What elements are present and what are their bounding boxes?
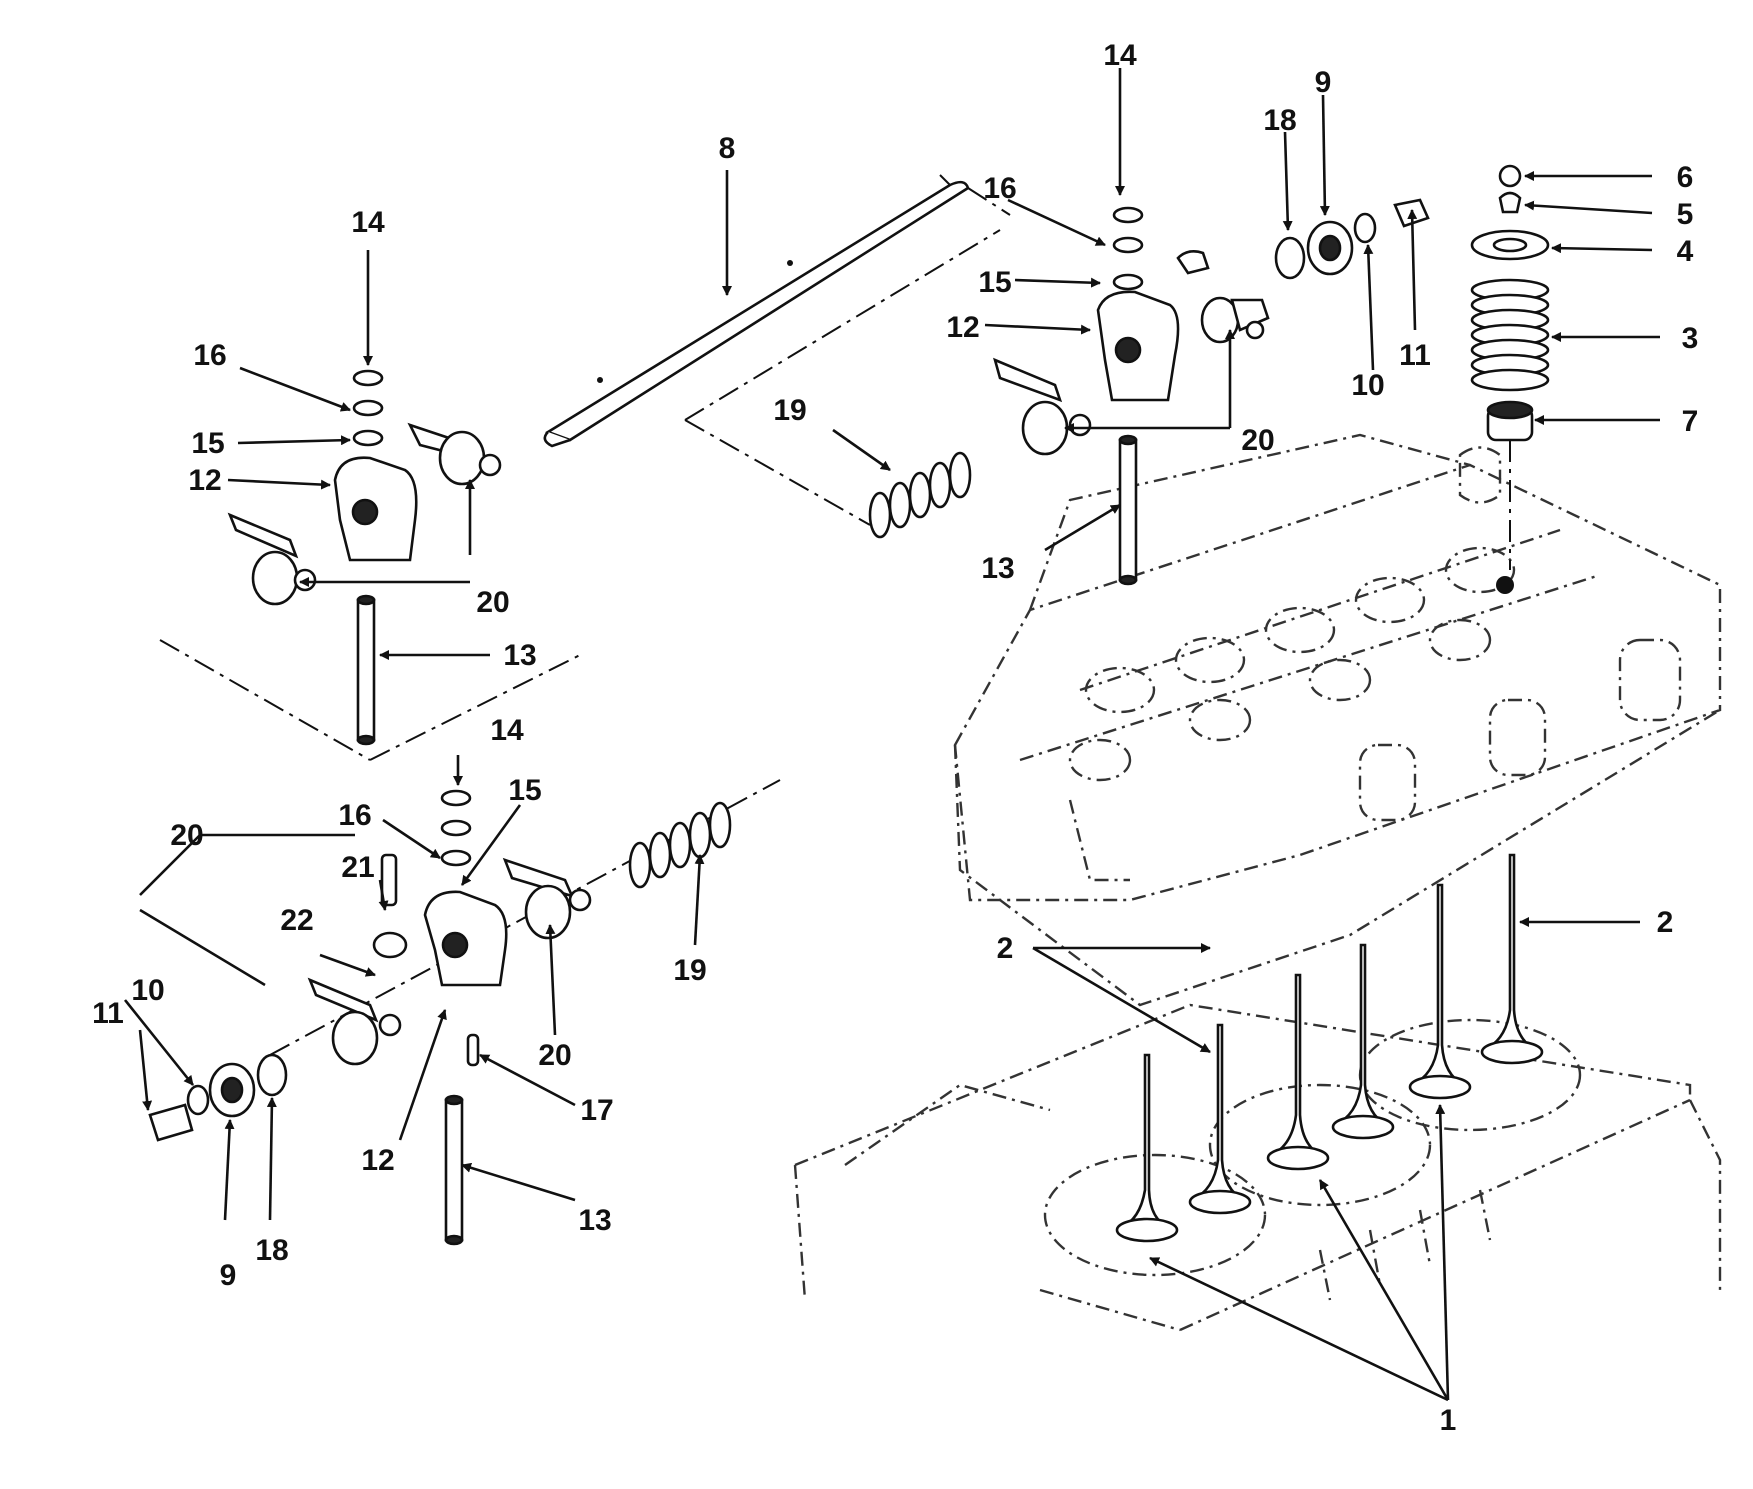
shaft-washer <box>1353 212 1377 244</box>
callout-19: 19 <box>673 954 706 987</box>
valve <box>1188 1023 1252 1215</box>
callout-4: 4 <box>1677 235 1694 268</box>
callout-15: 15 <box>978 266 1011 299</box>
callout-10: 10 <box>1351 369 1384 402</box>
valve <box>1266 973 1330 1171</box>
valve-cap <box>1498 164 1522 188</box>
push-rod <box>356 594 376 746</box>
callout-13: 13 <box>578 1204 611 1237</box>
spacer-spring <box>628 801 732 889</box>
callout-21: 21 <box>341 851 374 884</box>
callout-2: 2 <box>1657 906 1674 939</box>
callout-18: 18 <box>1263 104 1296 137</box>
callout-11: 11 <box>92 997 124 1030</box>
rocker-clip <box>1176 250 1210 275</box>
callout-12: 12 <box>188 464 221 497</box>
rocker-arm <box>407 422 502 486</box>
rocker-arm <box>227 512 317 606</box>
callout-6: 6 <box>1677 161 1694 194</box>
callout-22: 22 <box>280 904 313 937</box>
callout-15: 15 <box>508 774 541 807</box>
rocker-arm <box>1200 296 1270 344</box>
push-rod <box>444 1094 464 1246</box>
dowel-pin <box>466 1033 480 1067</box>
shaft-washer <box>1274 236 1306 280</box>
callout-10: 10 <box>131 974 164 1007</box>
shaft-washer <box>256 1053 288 1097</box>
callout-1: 1 <box>1440 1404 1457 1437</box>
valve-spring-stack <box>1470 164 1550 570</box>
rocker-assembly-lower <box>148 779 781 1246</box>
lock-nut <box>372 931 408 959</box>
engine-block-phantom <box>793 1003 1722 1332</box>
callout-16: 16 <box>193 339 226 372</box>
callout-14: 14 <box>351 206 385 239</box>
callout-19: 19 <box>773 394 806 427</box>
callout-13: 13 <box>503 639 536 672</box>
callout-20: 20 <box>170 819 203 852</box>
callout-7: 7 <box>1682 405 1699 438</box>
callout-9: 9 <box>220 1259 237 1292</box>
leader-lines <box>123 68 1660 1402</box>
callout-11: 11 <box>1399 339 1431 372</box>
callout-9: 9 <box>1315 66 1332 99</box>
valve <box>1408 883 1472 1100</box>
callout-2: 2 <box>997 932 1014 965</box>
valve-spring <box>1470 278 1550 392</box>
valve-keeper <box>1498 191 1522 214</box>
callout-14: 14 <box>1103 39 1137 72</box>
valve <box>1480 853 1544 1065</box>
callout-5: 5 <box>1677 198 1694 231</box>
callout-17: 17 <box>580 1094 613 1127</box>
rocker-arm <box>502 857 592 940</box>
callout-20: 20 <box>1241 424 1274 457</box>
callout-8: 8 <box>719 132 736 165</box>
callout-16: 16 <box>983 172 1016 205</box>
callout-16: 16 <box>338 799 371 832</box>
push-rod <box>1118 434 1138 586</box>
rocker-arm <box>993 357 1092 456</box>
rocker-shaft <box>543 174 1011 448</box>
callout-20: 20 <box>476 586 509 619</box>
rocker-arm <box>307 977 402 1066</box>
valve <box>1115 1053 1179 1243</box>
valves <box>1115 853 1544 1243</box>
callout-3: 3 <box>1682 322 1699 355</box>
spacer-spring <box>868 451 972 539</box>
adjusting-screw <box>380 853 398 907</box>
callout-18: 18 <box>255 1234 288 1267</box>
cylinder-head-phantom <box>953 433 1722 1007</box>
shaft-washer <box>186 1084 210 1116</box>
shaft-bolt <box>148 1103 194 1142</box>
rocker-assembly-upper-right <box>684 198 1430 586</box>
rocker-assembly-upper-left <box>159 369 581 761</box>
callout-12: 12 <box>946 311 979 344</box>
callout-13: 13 <box>981 552 1014 585</box>
callout-labels: 14 16 15 12 18 9 10 11 20 13 19 8 6 5 4 … <box>92 39 1698 1437</box>
callout-15: 15 <box>191 427 224 460</box>
callout-14: 14 <box>490 714 524 747</box>
callout-12: 12 <box>361 1144 394 1177</box>
callout-20: 20 <box>538 1039 571 1072</box>
valve <box>1331 943 1395 1140</box>
